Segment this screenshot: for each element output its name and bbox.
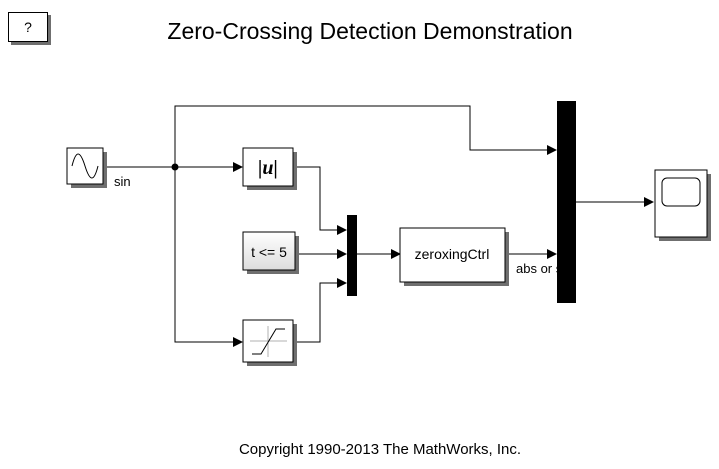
zeroxing-ctrl-label: zeroxingCtrl [415,246,490,262]
saturation-icon [250,326,287,357]
signal-lines [104,105,654,347]
sine-wave-icon [71,153,99,179]
output-mux-block[interactable] [557,101,576,303]
branch-point [171,163,179,171]
relational-block-label: t <= 5 [251,244,287,260]
saturation-block[interactable] [242,319,297,366]
abs-block-label: |u| [258,157,278,179]
help-button[interactable]: ? [8,12,48,42]
scope-screen-icon [661,177,701,207]
diagram-title: Zero-Crossing Detection Demonstration [167,18,573,44]
signal-to-saturation[interactable] [174,167,243,347]
input-mux-block[interactable] [347,215,357,296]
abs-block[interactable]: |u| [242,147,297,190]
signal-to-output-mux-top[interactable] [174,105,557,167]
zeroxing-ctrl-block[interactable]: zeroxingCtrl [399,227,509,286]
signal-saturation-to-mux[interactable] [296,278,347,343]
relational-operator-block[interactable]: t <= 5 [242,231,299,274]
copyright-text: Copyright 1990-2013 The MathWorks, Inc. [238,441,522,458]
signal-abs-to-mux[interactable] [296,166,347,235]
sine-wave-block[interactable] [66,147,107,188]
signal-label-abs-or-sat: abs or sat [516,261,573,276]
scope-block[interactable] [654,169,711,241]
signal-label-sin: sin [114,174,131,189]
